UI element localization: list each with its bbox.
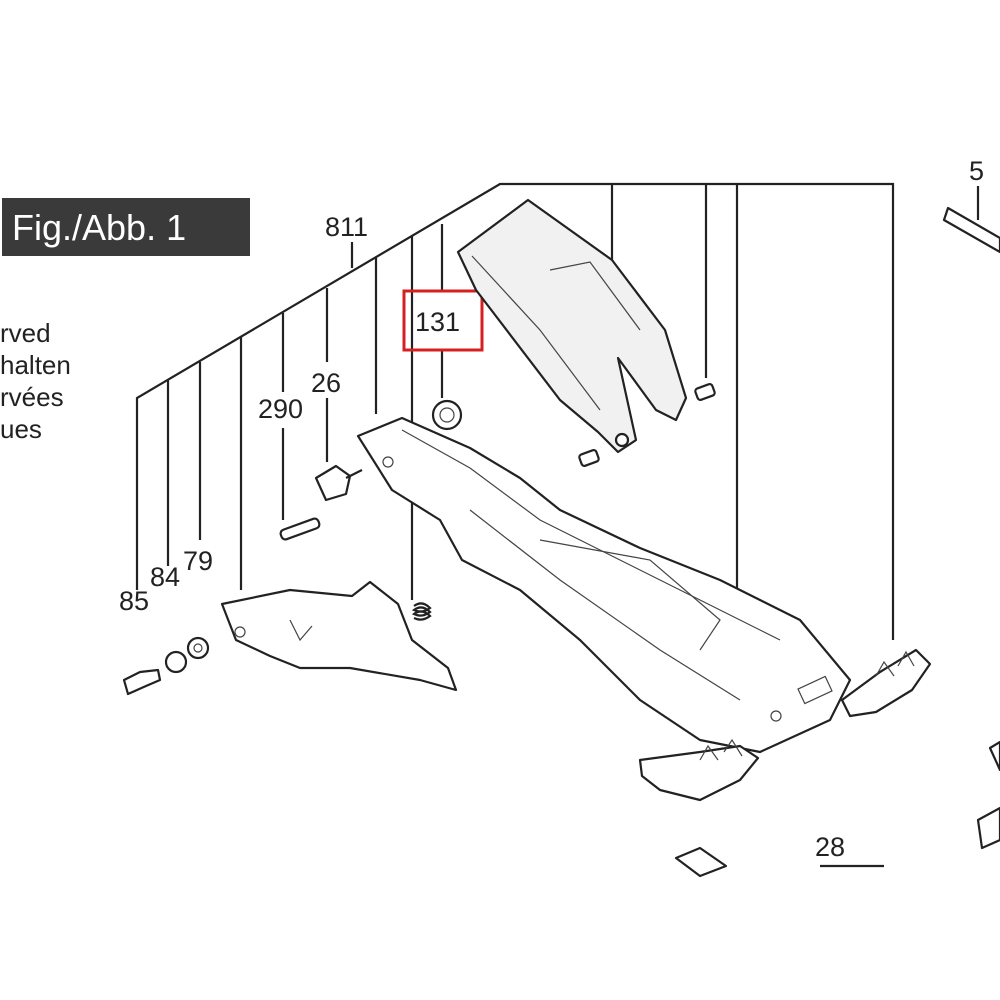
side-note-line-3: rvées bbox=[0, 382, 64, 412]
shaft-body bbox=[942, 206, 1000, 254]
bolt-shaft bbox=[345, 469, 363, 479]
part-85-screw bbox=[122, 668, 162, 696]
upper-guard-part bbox=[456, 198, 688, 454]
spring-coil bbox=[411, 602, 432, 621]
cover-ridge-3 bbox=[469, 509, 741, 701]
side-note-line-2: halten bbox=[0, 350, 71, 380]
cover-hole-1 bbox=[770, 710, 782, 722]
callout-84: 84 bbox=[150, 562, 180, 592]
lower-guard-hole bbox=[234, 626, 246, 638]
nut-outer bbox=[431, 399, 463, 431]
callout-labels: 811 290 26 85 84 79 5 28 bbox=[119, 156, 984, 862]
part-131-nut bbox=[431, 399, 463, 431]
clip-right bbox=[840, 648, 932, 718]
part-edge-right bbox=[988, 740, 1000, 772]
upper-guard-edge-2 bbox=[549, 261, 641, 331]
part-290-pin bbox=[279, 517, 321, 541]
callout-28: 28 bbox=[815, 832, 845, 862]
bolt-head bbox=[314, 464, 352, 502]
lower-guard-body bbox=[220, 580, 458, 692]
callout-131: 131 bbox=[415, 307, 460, 337]
clip-left bbox=[638, 744, 760, 802]
callout-290: 290 bbox=[258, 394, 303, 424]
callout-26: 26 bbox=[311, 368, 341, 398]
upper-guard-body bbox=[456, 198, 688, 454]
cover-ridge-2 bbox=[539, 539, 721, 651]
side-note: rved halten rvées ues bbox=[0, 318, 71, 444]
part-84-washer bbox=[164, 650, 188, 674]
lower-guard-detail bbox=[289, 619, 313, 642]
highlight-box bbox=[402, 289, 484, 352]
part-79-washer bbox=[186, 636, 210, 660]
screw-left bbox=[578, 449, 600, 467]
side-note-line-1: rved bbox=[0, 318, 51, 348]
highlighted-callout-131: 131 bbox=[402, 289, 484, 352]
figure-title-badge: Fig./Abb. 1 bbox=[2, 198, 250, 256]
main-cover-part bbox=[356, 416, 852, 754]
nut-inner bbox=[439, 407, 455, 423]
part-26-bolt bbox=[314, 464, 363, 502]
bracket-outline bbox=[135, 182, 895, 640]
cover-hole-2 bbox=[382, 456, 394, 468]
callout-5: 5 bbox=[969, 156, 984, 186]
side-note-line-4: ues bbox=[0, 414, 42, 444]
figure-title-background bbox=[2, 198, 250, 256]
lower-guard-part bbox=[220, 580, 458, 692]
callout-79: 79 bbox=[183, 546, 213, 576]
cover-label-plate bbox=[797, 675, 833, 705]
part-28-left bbox=[674, 846, 728, 878]
upper-guard-hole bbox=[614, 432, 630, 448]
clip-parts bbox=[638, 648, 932, 802]
part-79-washer-hole bbox=[193, 643, 203, 653]
part-28-right bbox=[976, 806, 1000, 850]
cover-ridge-1 bbox=[401, 429, 781, 641]
pin-body bbox=[279, 517, 321, 541]
callout-85: 85 bbox=[119, 586, 149, 616]
cover-body bbox=[356, 416, 852, 754]
fastener-parts bbox=[122, 636, 210, 696]
callout-811: 811 bbox=[325, 212, 368, 242]
figure-title: Fig./Abb. 1 bbox=[12, 207, 186, 248]
assembly-bracket-811 bbox=[135, 182, 895, 740]
part-5-shaft bbox=[942, 186, 1000, 254]
part-28-bracket bbox=[674, 740, 1000, 878]
small-screws bbox=[578, 383, 716, 467]
clip-left-teeth bbox=[699, 738, 743, 761]
clip-right-teeth bbox=[875, 650, 915, 677]
screw-right bbox=[694, 383, 716, 401]
spring-part bbox=[411, 602, 432, 621]
upper-guard-edge-1 bbox=[471, 255, 601, 411]
